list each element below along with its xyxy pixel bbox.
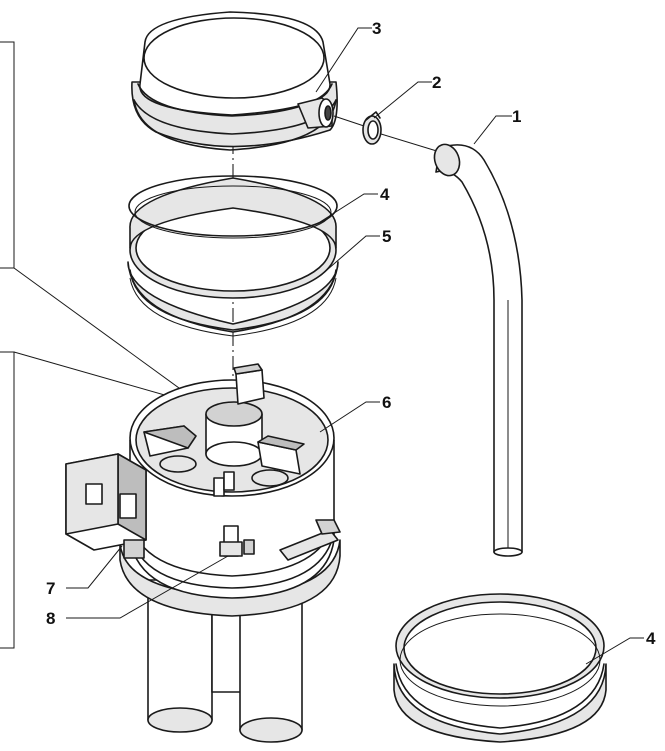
callout-7: 7 [46,579,55,598]
part-cover [131,11,338,151]
callout-4-lower: 4 [646,629,656,648]
leader-lines [66,27,644,665]
callout-2: 2 [432,73,441,92]
part-seal-ring-upper [128,175,338,299]
part-hose [433,143,523,557]
callout-8: 8 [46,609,55,628]
callout-labels: 3 2 1 4 5 6 7 8 4 [46,19,656,648]
callout-6: 6 [382,393,391,412]
callout-5: 5 [382,227,391,246]
part-main-body [65,363,341,743]
part-seal-ring-lower [127,261,339,337]
callout-4: 4 [380,185,390,204]
callout-1: 1 [512,107,521,126]
part-clamp [333,111,441,153]
part-seal-ring-bottom [393,593,607,743]
callout-3: 3 [372,19,381,38]
